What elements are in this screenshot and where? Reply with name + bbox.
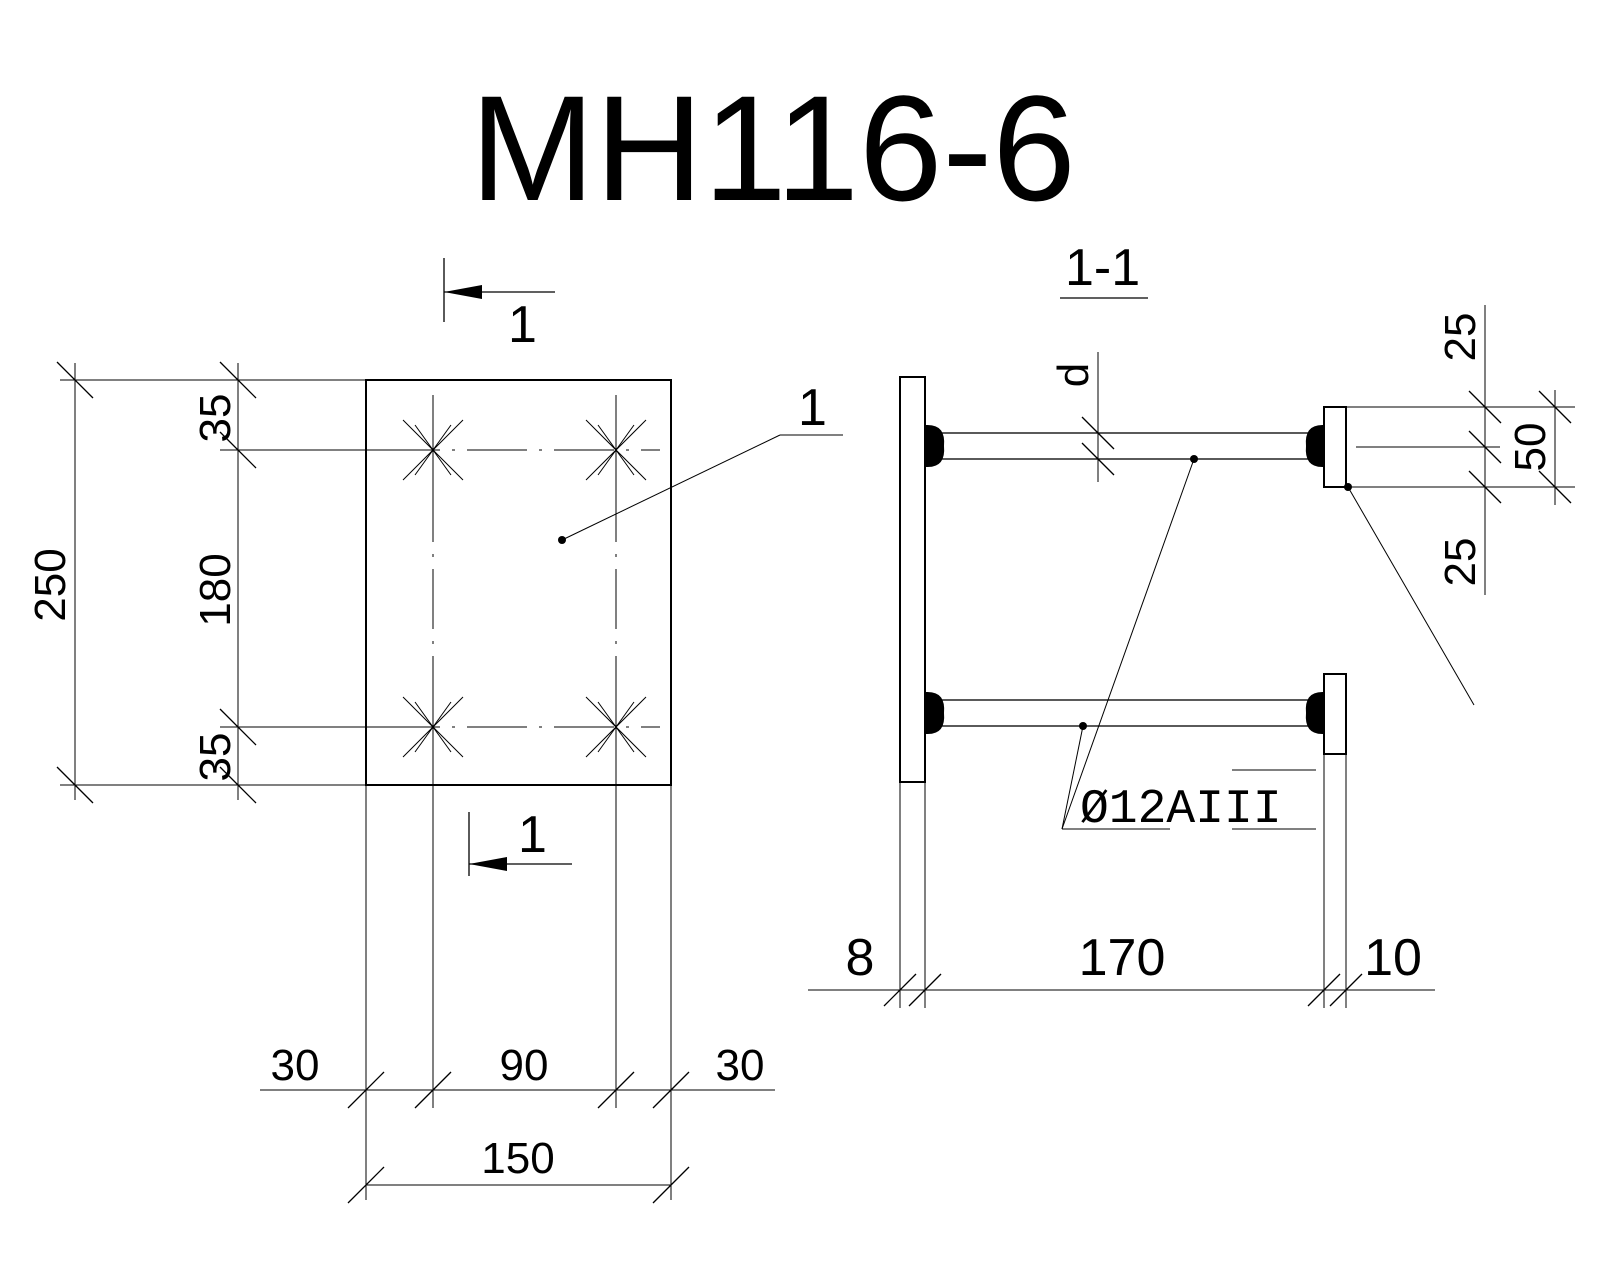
rod-diameter-label: d xyxy=(1049,363,1098,387)
section-plate xyxy=(899,376,926,783)
rod-diameter-dim: d xyxy=(1049,352,1115,482)
length-dimensions: 8 170 10 xyxy=(808,754,1435,1008)
anchor-top-right xyxy=(585,418,647,482)
embedded-plate xyxy=(365,379,672,786)
dim-bottom-edge: 35 xyxy=(191,733,240,782)
rod-bottom xyxy=(926,673,1347,755)
section-view: 1-1 d xyxy=(808,239,1575,1008)
part-label: 1 xyxy=(798,379,827,437)
washer-top xyxy=(1323,406,1347,488)
part-leader: 1 xyxy=(558,379,843,544)
dim-plate-thickness: 8 xyxy=(846,929,875,987)
dim-left-edge: 30 xyxy=(271,1041,320,1090)
section-mark-bottom: 1 xyxy=(468,806,572,876)
dim-washer-bottom-offset: 25 xyxy=(1436,538,1485,587)
rod-top xyxy=(926,406,1347,488)
dim-washer-height: 50 xyxy=(1506,423,1555,472)
dim-top-edge: 35 xyxy=(191,394,240,443)
vertical-dimensions: 250 35 180 35 xyxy=(26,361,433,804)
washer-dimensions: 25 50 25 xyxy=(1346,305,1575,595)
dim-bolt-spacing-vertical: 180 xyxy=(191,553,240,626)
dim-overall-width: 150 xyxy=(481,1134,554,1183)
dim-washer-thickness: 10 xyxy=(1364,929,1422,987)
plan-view: 1 1 1 xyxy=(26,258,843,1204)
dim-right-edge: 30 xyxy=(716,1041,765,1090)
anchor-marks xyxy=(402,418,647,759)
section-title: 1-1 xyxy=(1065,239,1140,297)
rebar-spec: Ø12АIII xyxy=(1080,783,1282,837)
section-mark-bottom-label: 1 xyxy=(518,806,547,864)
horizontal-dimensions: 30 90 30 150 xyxy=(260,727,775,1204)
section-mark-top: 1 xyxy=(443,258,555,354)
section-mark-top-label: 1 xyxy=(508,296,537,354)
dim-washer-top-offset: 25 xyxy=(1436,313,1485,362)
dim-rod-length: 170 xyxy=(1079,929,1166,987)
drawing-title: МН116-6 xyxy=(470,64,1076,232)
dim-bolt-spacing-horizontal: 90 xyxy=(500,1041,549,1090)
washer-bottom xyxy=(1323,673,1347,755)
dim-overall-height: 250 xyxy=(26,548,75,621)
washer-leader xyxy=(1344,483,1475,706)
rebar-leader: Ø12АIII xyxy=(1061,455,1316,837)
